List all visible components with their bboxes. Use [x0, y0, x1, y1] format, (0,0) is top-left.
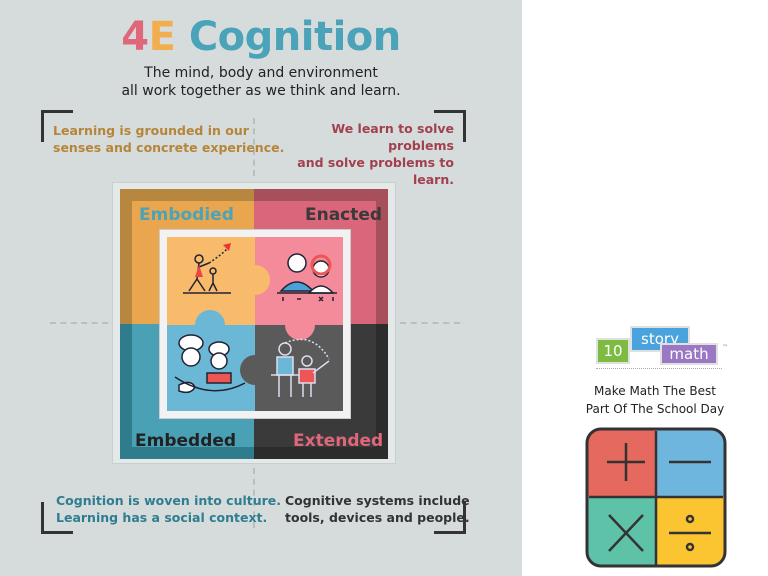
quadrant-label-enacted: Enacted [305, 205, 383, 225]
puzzle-tab [195, 310, 225, 340]
10-story-math-logo: 10 story math ™ [596, 326, 736, 372]
cooking-together-icon [174, 334, 246, 394]
children-thinking-icon [277, 253, 337, 302]
subtitle: The mind, body and environment all work t… [0, 64, 522, 100]
quadrant-label-embodied: Embodied [139, 205, 234, 225]
quadrant-label-extended: Extended [293, 431, 384, 451]
puzzle-tab [240, 265, 270, 295]
divider [253, 118, 255, 176]
bracket-top-right [434, 110, 466, 142]
puzzle-tab [285, 310, 315, 340]
bracket-bottom-left [41, 502, 73, 534]
embedded-description: Cognition is woven into culture.Learning… [56, 493, 282, 525]
kite-flying-icon [183, 243, 231, 294]
divider [253, 468, 255, 528]
divider [400, 322, 460, 324]
bracket-top-left [41, 110, 73, 142]
puzzle-diagram: Embodied Enacted Embedded Extended [112, 182, 396, 464]
puzzle-tab [240, 355, 270, 385]
math-operations-icon [585, 427, 727, 568]
subtitle-line: The mind, body and environment [144, 65, 378, 81]
quadrant-label-embedded: Embedded [135, 431, 237, 451]
subtitle-line: all work together as we think and learn. [121, 83, 401, 99]
divider [50, 322, 108, 324]
guitar-playing-icon [271, 338, 330, 397]
page-title: 4E Cognition [121, 14, 401, 60]
bracket-bottom-right [434, 502, 466, 534]
